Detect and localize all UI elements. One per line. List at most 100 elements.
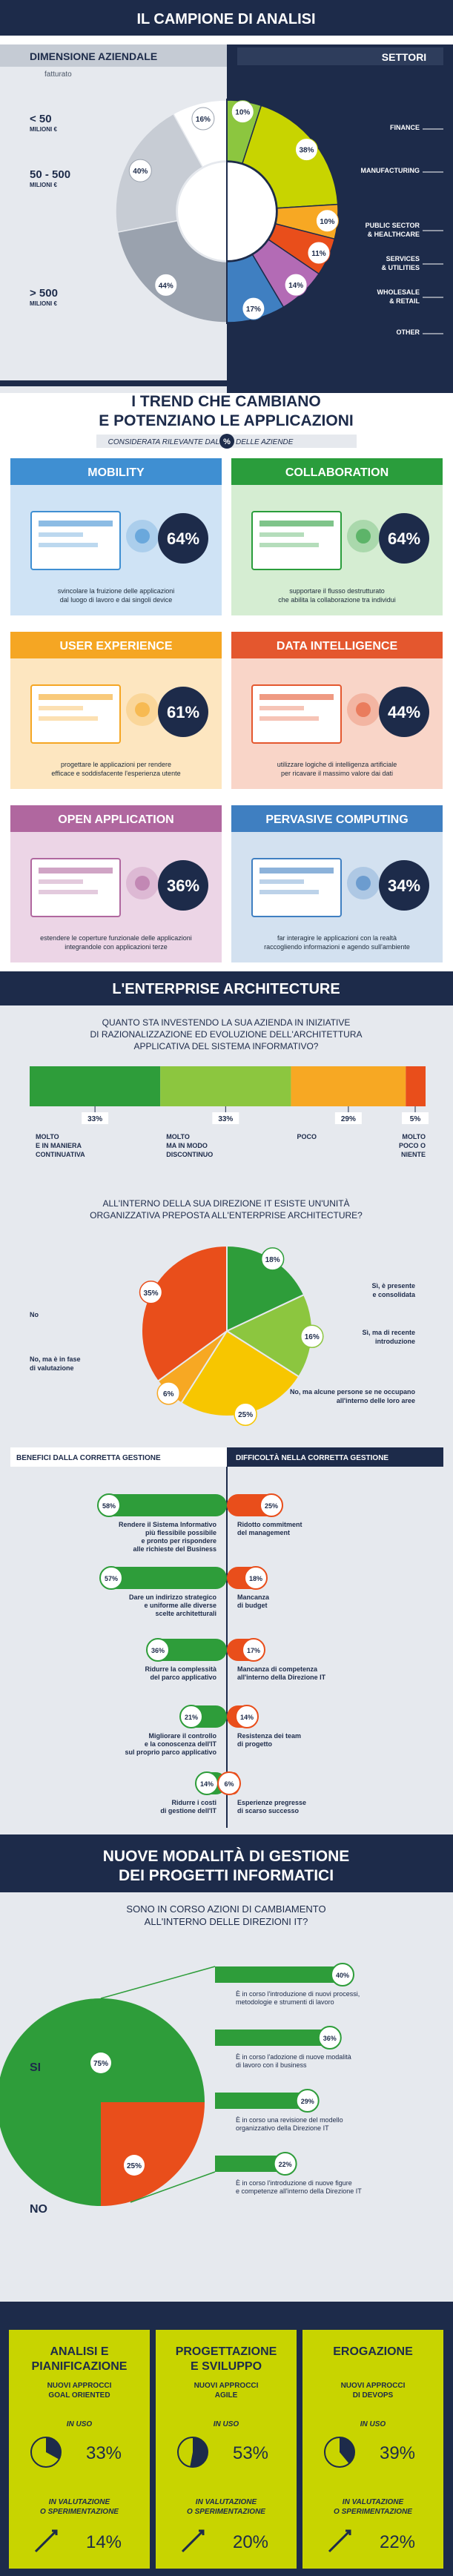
benefit-label: più flessibile possibile xyxy=(145,1529,216,1536)
trend-pct: 64% xyxy=(388,529,420,548)
trend-pct-circle xyxy=(379,513,429,564)
investment-label: E IN MANIERA xyxy=(36,1142,82,1149)
size-pct-badge xyxy=(128,159,152,182)
section3-title-bar xyxy=(0,971,453,1005)
no-pct-badge xyxy=(124,2155,145,2176)
difficulties-header: DIFFICOLTÀ NELLA CORRETTA GESTIONE xyxy=(236,1453,388,1462)
trend-pct-circle xyxy=(158,687,208,737)
benefit-bar xyxy=(100,1567,227,1589)
trend-screen-bar xyxy=(39,716,98,721)
trend-screen-bar xyxy=(39,521,113,526)
trend-card-header xyxy=(10,632,222,658)
action-pct: 36% xyxy=(323,2035,337,2042)
sector-pct-label: 11% xyxy=(311,250,326,258)
percent-badge xyxy=(219,434,234,449)
difficulty-pct-badge xyxy=(242,1638,265,1662)
section1-title: IL CAMPIONE DI ANALISI xyxy=(136,11,315,27)
trend-screen-bar xyxy=(39,706,83,710)
benefit-pct-badge xyxy=(97,1493,121,1517)
trend-screen-icon xyxy=(30,684,121,744)
trend-screen-bar xyxy=(39,868,113,873)
approach-sub: NUOVI APPROCCI xyxy=(194,2382,259,2390)
unit-label: No, ma è in fase xyxy=(30,1355,81,1363)
percent-badge-label: % xyxy=(223,437,231,446)
left-subheader: fatturato xyxy=(44,70,72,79)
evaluation-pct: 14% xyxy=(86,2532,122,2552)
benefits-header-bar xyxy=(10,1447,227,1467)
sector-label: WHOLESALE xyxy=(377,288,420,296)
sector-label: & UTILITIES xyxy=(382,264,420,271)
section3-title: L'ENTERPRISE ARCHITECTURE xyxy=(112,981,340,997)
sector-label: FINANCE xyxy=(390,124,420,131)
evaluation-label: IN VALUTAZIONE xyxy=(196,2498,257,2506)
approach-title: ANALISI E xyxy=(50,2345,108,2358)
trend-card-header xyxy=(10,805,222,832)
difficulties-header-bar xyxy=(227,1447,443,1467)
difficulty-pct-badge xyxy=(244,1566,268,1590)
right-header-bar xyxy=(237,47,443,65)
trend-desc: per ricavare il massimo valore dai dati xyxy=(281,770,393,777)
benefit-label: e la conoscenza dell'IT xyxy=(145,1740,217,1748)
investment-pct-box xyxy=(82,1112,109,1124)
trend-deco-icon xyxy=(135,876,150,891)
action-label: di lavoro con il business xyxy=(236,2061,307,2069)
benefit-label: alle richieste del Business xyxy=(133,1545,216,1553)
evaluation-pct: 22% xyxy=(380,2532,415,2552)
investment-pct: 33% xyxy=(218,1115,233,1123)
in-use-label: IN USO xyxy=(67,2420,93,2428)
trend-screen-icon xyxy=(251,684,342,744)
benefit-label: e pronto per rispondere xyxy=(141,1537,216,1545)
unit-pct: 18% xyxy=(265,1256,280,1264)
action-pct-badge xyxy=(317,2026,342,2050)
rocket-icon xyxy=(181,2529,205,2553)
benefit-pct: 14% xyxy=(200,1780,214,1788)
investment-pct-box xyxy=(212,1112,239,1124)
difficulty-pct: 6% xyxy=(224,1780,234,1788)
trend-title: MOBILITY xyxy=(87,466,145,479)
difficulty-label: Resistenza dei team xyxy=(237,1732,301,1740)
unit-label: introduzione xyxy=(375,1338,415,1345)
section4-question-line1: SONO IN CORSO AZIONI DI CAMBIAMENTO xyxy=(126,1903,325,1915)
section2-subtitle-left: CONSIDERATA RILEVANTE DAL xyxy=(108,438,219,446)
trend-title: DATA INTELLIGENCE xyxy=(277,640,398,653)
difficulty-label: Mancanza di competenza xyxy=(237,1665,318,1673)
difficulty-pct: 25% xyxy=(265,1502,278,1510)
benefit-pct: 57% xyxy=(105,1575,118,1582)
benefit-label: del parco applicativo xyxy=(150,1674,216,1681)
q1-line1: QUANTO STA INVESTENDO LA SUA AZIENDA IN … xyxy=(102,1017,351,1028)
yes-pct-badge xyxy=(90,2052,111,2073)
action-pct-badge xyxy=(273,2152,297,2176)
trend-pct: 44% xyxy=(388,703,420,721)
investment-pct: 29% xyxy=(341,1115,356,1123)
size-pct-badge xyxy=(191,107,215,131)
trend-deco-icon xyxy=(356,702,371,717)
section2-subtitle-right: DELLE AZIENDE xyxy=(236,438,294,446)
trend-desc: utilizzare logiche di intelligenza artif… xyxy=(277,761,397,768)
section4-title-line1: NUOVE MODALITÀ DI GESTIONE xyxy=(103,1848,350,1865)
no-label: NO xyxy=(30,2203,47,2216)
trend-desc: svincolare la fruizione delle applicazio… xyxy=(58,587,175,595)
investment-segment xyxy=(291,1066,406,1106)
difficulty-pct: 18% xyxy=(249,1575,262,1582)
sector-pct-label: 10% xyxy=(235,109,250,117)
trend-pct-circle xyxy=(158,513,208,564)
unit-pct: 35% xyxy=(144,1289,159,1298)
evaluation-label: IN VALUTAZIONE xyxy=(49,2498,110,2506)
trend-cards: MOBILITY 64% svincolare la fruizione delle… xyxy=(10,458,443,962)
approach-panel xyxy=(9,2330,150,2569)
q1-line2: DI RAZIONALIZZAZIONE ED EVOLUZIONE DELL'… xyxy=(90,1029,362,1040)
trend-desc: efficace e soddisfacente l'esperienza ut… xyxy=(51,770,180,777)
trend-pct: 34% xyxy=(388,876,420,895)
trend-pct-circle xyxy=(379,860,429,911)
difficulty-label: di budget xyxy=(237,1602,268,1609)
size-label: > 500 xyxy=(30,287,58,300)
approach-sub: GOAL ORIENTED xyxy=(48,2391,110,2400)
action-bar xyxy=(215,2030,330,2046)
evaluation-label: O SPERIMENTAZIONE xyxy=(334,2508,412,2516)
trend-pct: 36% xyxy=(167,876,199,895)
investment-label: DISCONTINUO xyxy=(166,1151,213,1158)
approach-sub: NUOVI APPROCCI xyxy=(47,2382,112,2390)
